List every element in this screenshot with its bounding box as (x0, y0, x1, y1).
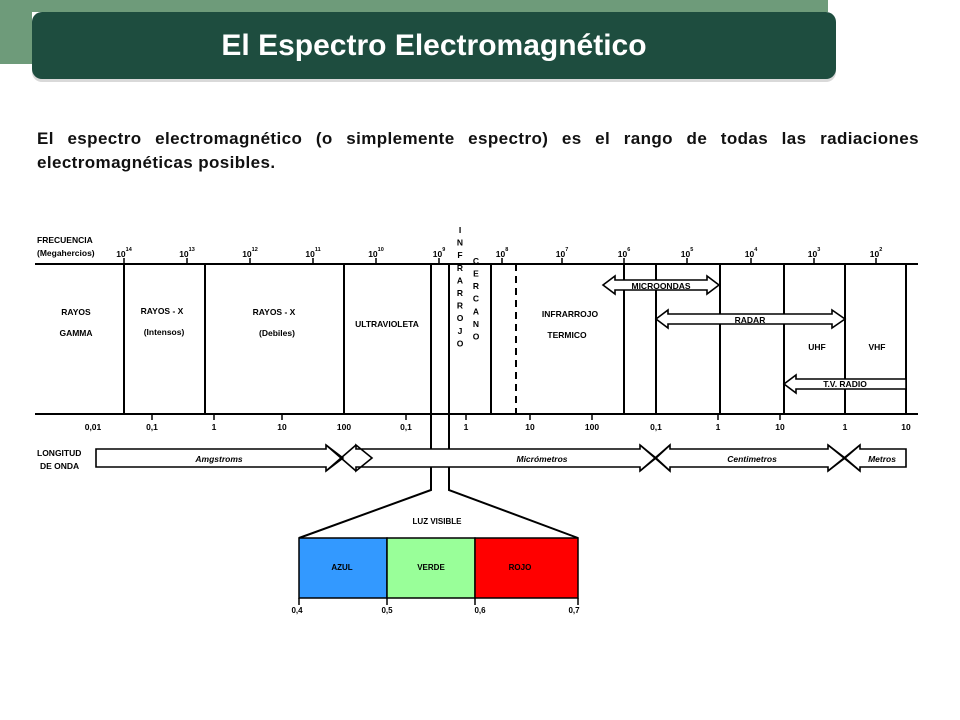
region-ir-thermal-label: INFRARROJO (542, 309, 599, 319)
wave-tick-label: 100 (337, 422, 351, 432)
region-xray-hard-sub: (Intensos) (144, 327, 185, 337)
visible-band-rojo (474, 537, 579, 599)
visible-light-title: LUZ VISIBLE (413, 517, 463, 526)
visible-band-label: ROJO (509, 563, 532, 572)
wave-tick-label: 0,1 (400, 422, 412, 432)
arrow-micrometros (355, 443, 658, 473)
visible-tick-label: 0,7 (568, 606, 580, 615)
region-uhf-label: UHF (808, 342, 825, 352)
wave-tick-label: 0,01 (85, 422, 102, 432)
wavelength-label-2: DE ONDA (40, 461, 79, 471)
region-uv-label: ULTRAVIOLETA (355, 319, 419, 329)
page-title: El Espectro Electromagnético (221, 29, 647, 62)
region-ir-near-label-b: CERCANO (471, 256, 481, 344)
freq-tick-label: 108 (496, 247, 509, 259)
freq-tick-label: 105 (681, 247, 694, 259)
unit-centimetros-label: Centimetros (727, 454, 777, 464)
wave-tick-label: 1 (843, 422, 848, 432)
visible-tick-label: 0,4 (291, 606, 303, 615)
freq-tick-label: 103 (808, 247, 821, 259)
region-xray-soft-sub: (Debiles) (259, 328, 295, 338)
freq-tick-label: 1010 (368, 247, 384, 259)
region-xray-hard-label: RAYOS - X (141, 306, 184, 316)
region-gamma-label: RAYOS (61, 307, 91, 317)
visible-funnel-left (298, 264, 432, 539)
region-gamma-label-2: GAMMA (59, 328, 92, 338)
unit-amgstroms-label: Amgstroms (194, 454, 243, 464)
visible-tick-label: 0,5 (381, 606, 393, 615)
freq-tick-label: 1012 (242, 247, 258, 259)
cross-line (639, 444, 671, 472)
wave-tick-label: 10 (525, 422, 535, 432)
wave-tick-label: 10 (775, 422, 785, 432)
title-banner (32, 12, 836, 79)
arrow-radar (654, 308, 847, 330)
freq-tick-label: 107 (556, 247, 569, 259)
arrow-microondas (601, 274, 721, 296)
unit-metros-label: Metros (868, 454, 896, 464)
frequency-label: FRECUENCIA (37, 235, 93, 245)
region-ir-thermal-sub: TERMICO (547, 330, 587, 340)
arrow-tv-radio (782, 373, 907, 395)
arrow-radar-label: RADAR (735, 315, 766, 325)
wave-tick-label: 0,1 (146, 422, 158, 432)
intro-paragraph: El espectro electromagnético (o simpleme… (37, 129, 919, 172)
arrow-tv-radio-label: T.V. RADIO (823, 379, 867, 389)
freq-tick-label: 1011 (305, 247, 320, 259)
wave-tick-label: 1 (464, 422, 469, 432)
frequency-unit-label: (Megahercios) (37, 248, 95, 258)
visible-tick-label: 0,6 (474, 606, 486, 615)
wave-tick-label: 1 (212, 422, 217, 432)
frequency-tick-marks (123, 258, 877, 264)
unit-micrometros-label: Micrómetros (516, 454, 567, 464)
cross-line (325, 444, 357, 472)
header-accent-left (0, 0, 32, 64)
arrow-microondas-label: MICROONDAS (631, 281, 690, 291)
header-accent-top (32, 0, 828, 12)
freq-tick-label: 106 (618, 247, 631, 259)
region-xray-soft-label: RAYOS - X (253, 307, 296, 317)
visible-band-verde (386, 537, 476, 599)
wave-tick-label: 100 (585, 422, 599, 432)
wave-tick-label: 1 (716, 422, 721, 432)
visible-band-label: VERDE (417, 563, 445, 572)
region-ir-near-label-a: INFRARROJO (455, 225, 465, 351)
freq-tick-label: 1014 (116, 247, 133, 259)
freq-tick-label: 102 (870, 247, 883, 259)
wavelength-label: LONGITUD (37, 448, 81, 458)
wave-tick-label: 10 (277, 422, 287, 432)
wave-tick-label: 0,1 (650, 422, 662, 432)
freq-tick-label: 109 (433, 247, 446, 259)
visible-band-label: AZUL (331, 563, 352, 572)
region-vhf-label: VHF (869, 342, 886, 352)
freq-tick-label: 1013 (179, 247, 195, 259)
cross-line (827, 444, 861, 472)
visible-funnel-right (448, 264, 579, 539)
freq-tick-label: 104 (745, 247, 758, 259)
wavelength-tick-marks (151, 414, 781, 420)
wave-tick-label: 10 (901, 422, 911, 432)
